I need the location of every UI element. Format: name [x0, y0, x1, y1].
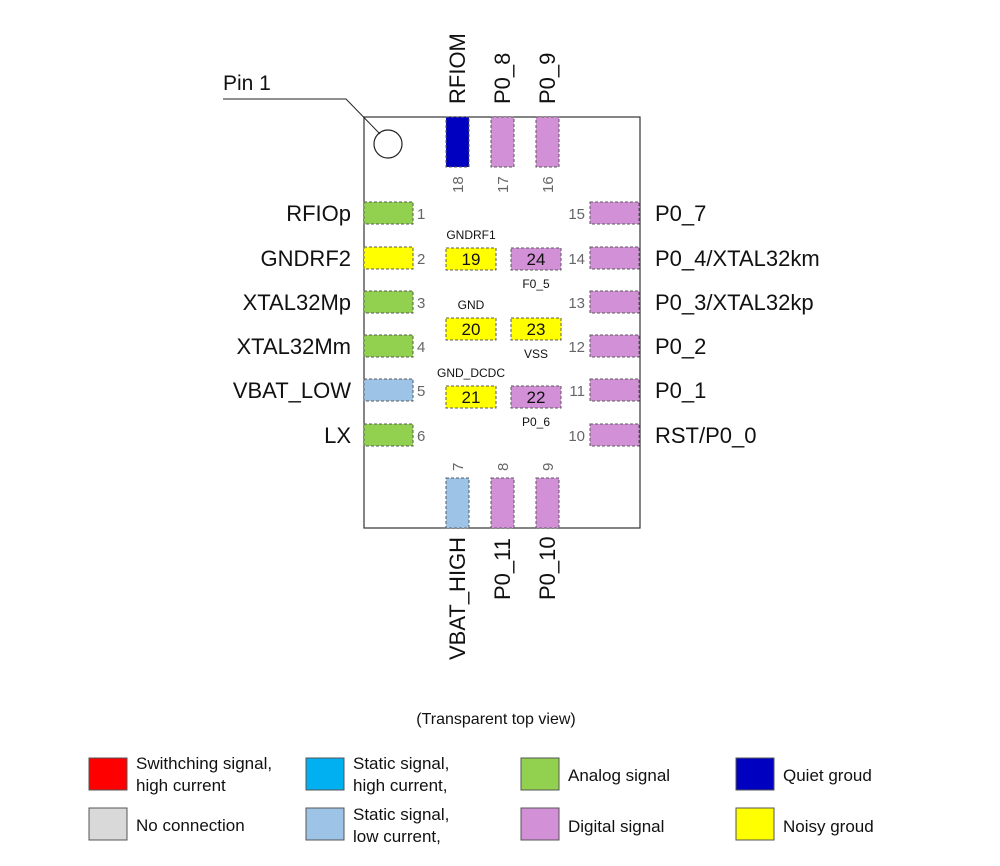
pin-17-label: P0_8 — [490, 53, 515, 104]
pad-21-number: 21 — [462, 388, 481, 407]
pin-2-pad — [363, 246, 414, 270]
pad-23-number: 23 — [527, 320, 546, 339]
pin-8-number: 8 — [495, 463, 512, 471]
legend-swatch-analog — [520, 757, 560, 791]
pad-20-label: GND — [458, 298, 485, 312]
pad-23 — [510, 317, 562, 341]
pin-11-number: 11 — [569, 383, 585, 400]
pin-6-pad — [363, 423, 414, 447]
pin1-label: Pin 1 — [223, 72, 271, 95]
pin-3-label: XTAL32Mp — [243, 290, 351, 315]
legend-quiet-text: Quiet groud — [783, 766, 872, 785]
pin-13-number: 13 — [568, 295, 585, 312]
pad-22-label: P0_6 — [522, 415, 550, 429]
legend-noisy-text: Noisy groud — [783, 817, 874, 836]
legend-switching-line2: high current — [136, 776, 226, 795]
pad-24-label: F0_5 — [522, 277, 550, 291]
pin-4-label: XTAL32Mm — [236, 334, 351, 359]
pad-21-label: GND_DCDC — [437, 366, 505, 380]
pin-12-pad — [589, 334, 640, 358]
pin-12-number: 12 — [568, 339, 585, 356]
pin-10-pad — [589, 423, 640, 447]
pin-6-number: 6 — [417, 428, 425, 445]
legend-static-low-line1: Static signal, — [353, 805, 449, 824]
legend-switching-line1: Swithching signal, — [136, 754, 272, 773]
pad-23-label: VSS — [524, 347, 548, 361]
pad-24-number: 24 — [527, 250, 546, 269]
pin-13-pad — [589, 290, 640, 314]
pin-5-label: VBAT_LOW — [233, 378, 351, 403]
pad-19 — [445, 247, 497, 271]
pin-5-pad — [363, 378, 414, 402]
pad-21 — [445, 385, 497, 409]
pin-8-pad — [490, 477, 515, 529]
pin-1-label: RFIOp — [286, 201, 351, 226]
pin-9-number: 9 — [540, 463, 557, 471]
pin-3-pad — [363, 290, 414, 314]
pad-20-number: 20 — [462, 320, 481, 339]
legend-swatch-static-high — [305, 757, 345, 791]
legend-swatch-digital — [520, 807, 560, 841]
pin-2-number: 2 — [417, 251, 425, 268]
pin-18-number: 18 — [450, 176, 467, 193]
pad-22-number: 22 — [527, 388, 546, 407]
pin-9-pad — [535, 477, 560, 529]
pin1-leader-line — [223, 98, 381, 135]
pin-17-pad — [490, 116, 515, 168]
pin-4-number: 4 — [417, 339, 425, 356]
pin-15-number: 15 — [568, 206, 585, 223]
pin-2-label: GNDRF2 — [261, 246, 351, 271]
pin-10-label: RST/P0_0 — [655, 423, 757, 448]
legend-static-high-line1: Static signal, — [353, 754, 449, 773]
pin-14-label: P0_4/XTAL32km — [655, 246, 820, 271]
legend-swatch-static-low — [305, 807, 345, 841]
legend-static-low-line2: low current, — [353, 827, 441, 846]
pin-7-pad — [445, 477, 470, 529]
legend-swatch-switching — [88, 757, 128, 791]
legend-digital-text: Digital signal — [568, 817, 664, 836]
legend-swatch-quiet — [735, 757, 775, 791]
pin-4-pad — [363, 334, 414, 358]
pin-10-number: 10 — [568, 428, 585, 445]
pad-20 — [445, 317, 497, 341]
pin-12-label: P0_2 — [655, 334, 706, 359]
pin-11-pad — [589, 378, 640, 402]
pin-17-number: 17 — [495, 176, 512, 193]
pin-16-label: P0_9 — [535, 53, 560, 104]
pin-16-number: 16 — [540, 176, 557, 193]
legend-swatch-nc — [88, 807, 128, 841]
pad-19-number: 19 — [462, 250, 481, 269]
legend-analog-text: Analog signal — [568, 766, 670, 785]
package-outline — [363, 116, 641, 529]
pin-1-pad — [363, 201, 414, 225]
pin-3-number: 3 — [417, 295, 425, 312]
pin-14-number: 14 — [568, 251, 585, 268]
pin1-marker-circle — [373, 129, 403, 159]
pin-13-label: P0_3/XTAL32kp — [655, 290, 814, 315]
pin-18-label: RFIOM — [445, 33, 470, 104]
pin-8-label: P0_11 — [490, 538, 515, 600]
caption: (Transparent top view) — [416, 711, 575, 728]
pin-7-label: VBAT_HIGH — [445, 537, 470, 660]
pin-15-pad — [589, 201, 640, 225]
pin-9-label: P0_10 — [535, 536, 560, 600]
pad-22 — [510, 385, 562, 409]
pad-19-label: GNDRF1 — [446, 228, 496, 242]
pin-7-number: 7 — [450, 463, 467, 471]
pin-15-label: P0_7 — [655, 201, 706, 226]
legend-static-high-line2: high current, — [353, 776, 448, 795]
pin-14-pad — [589, 246, 640, 270]
pin-6-label: LX — [324, 423, 351, 448]
pin-16-pad — [535, 116, 560, 168]
pad-24 — [510, 247, 562, 271]
pin-11-label: P0_1 — [655, 378, 706, 403]
legend-swatch-noisy — [735, 807, 775, 841]
pin-5-number: 5 — [417, 383, 425, 400]
pin-18-pad — [445, 116, 470, 168]
pin-1-number: 1 — [417, 206, 425, 223]
legend-nc-text: No connection — [136, 816, 245, 835]
